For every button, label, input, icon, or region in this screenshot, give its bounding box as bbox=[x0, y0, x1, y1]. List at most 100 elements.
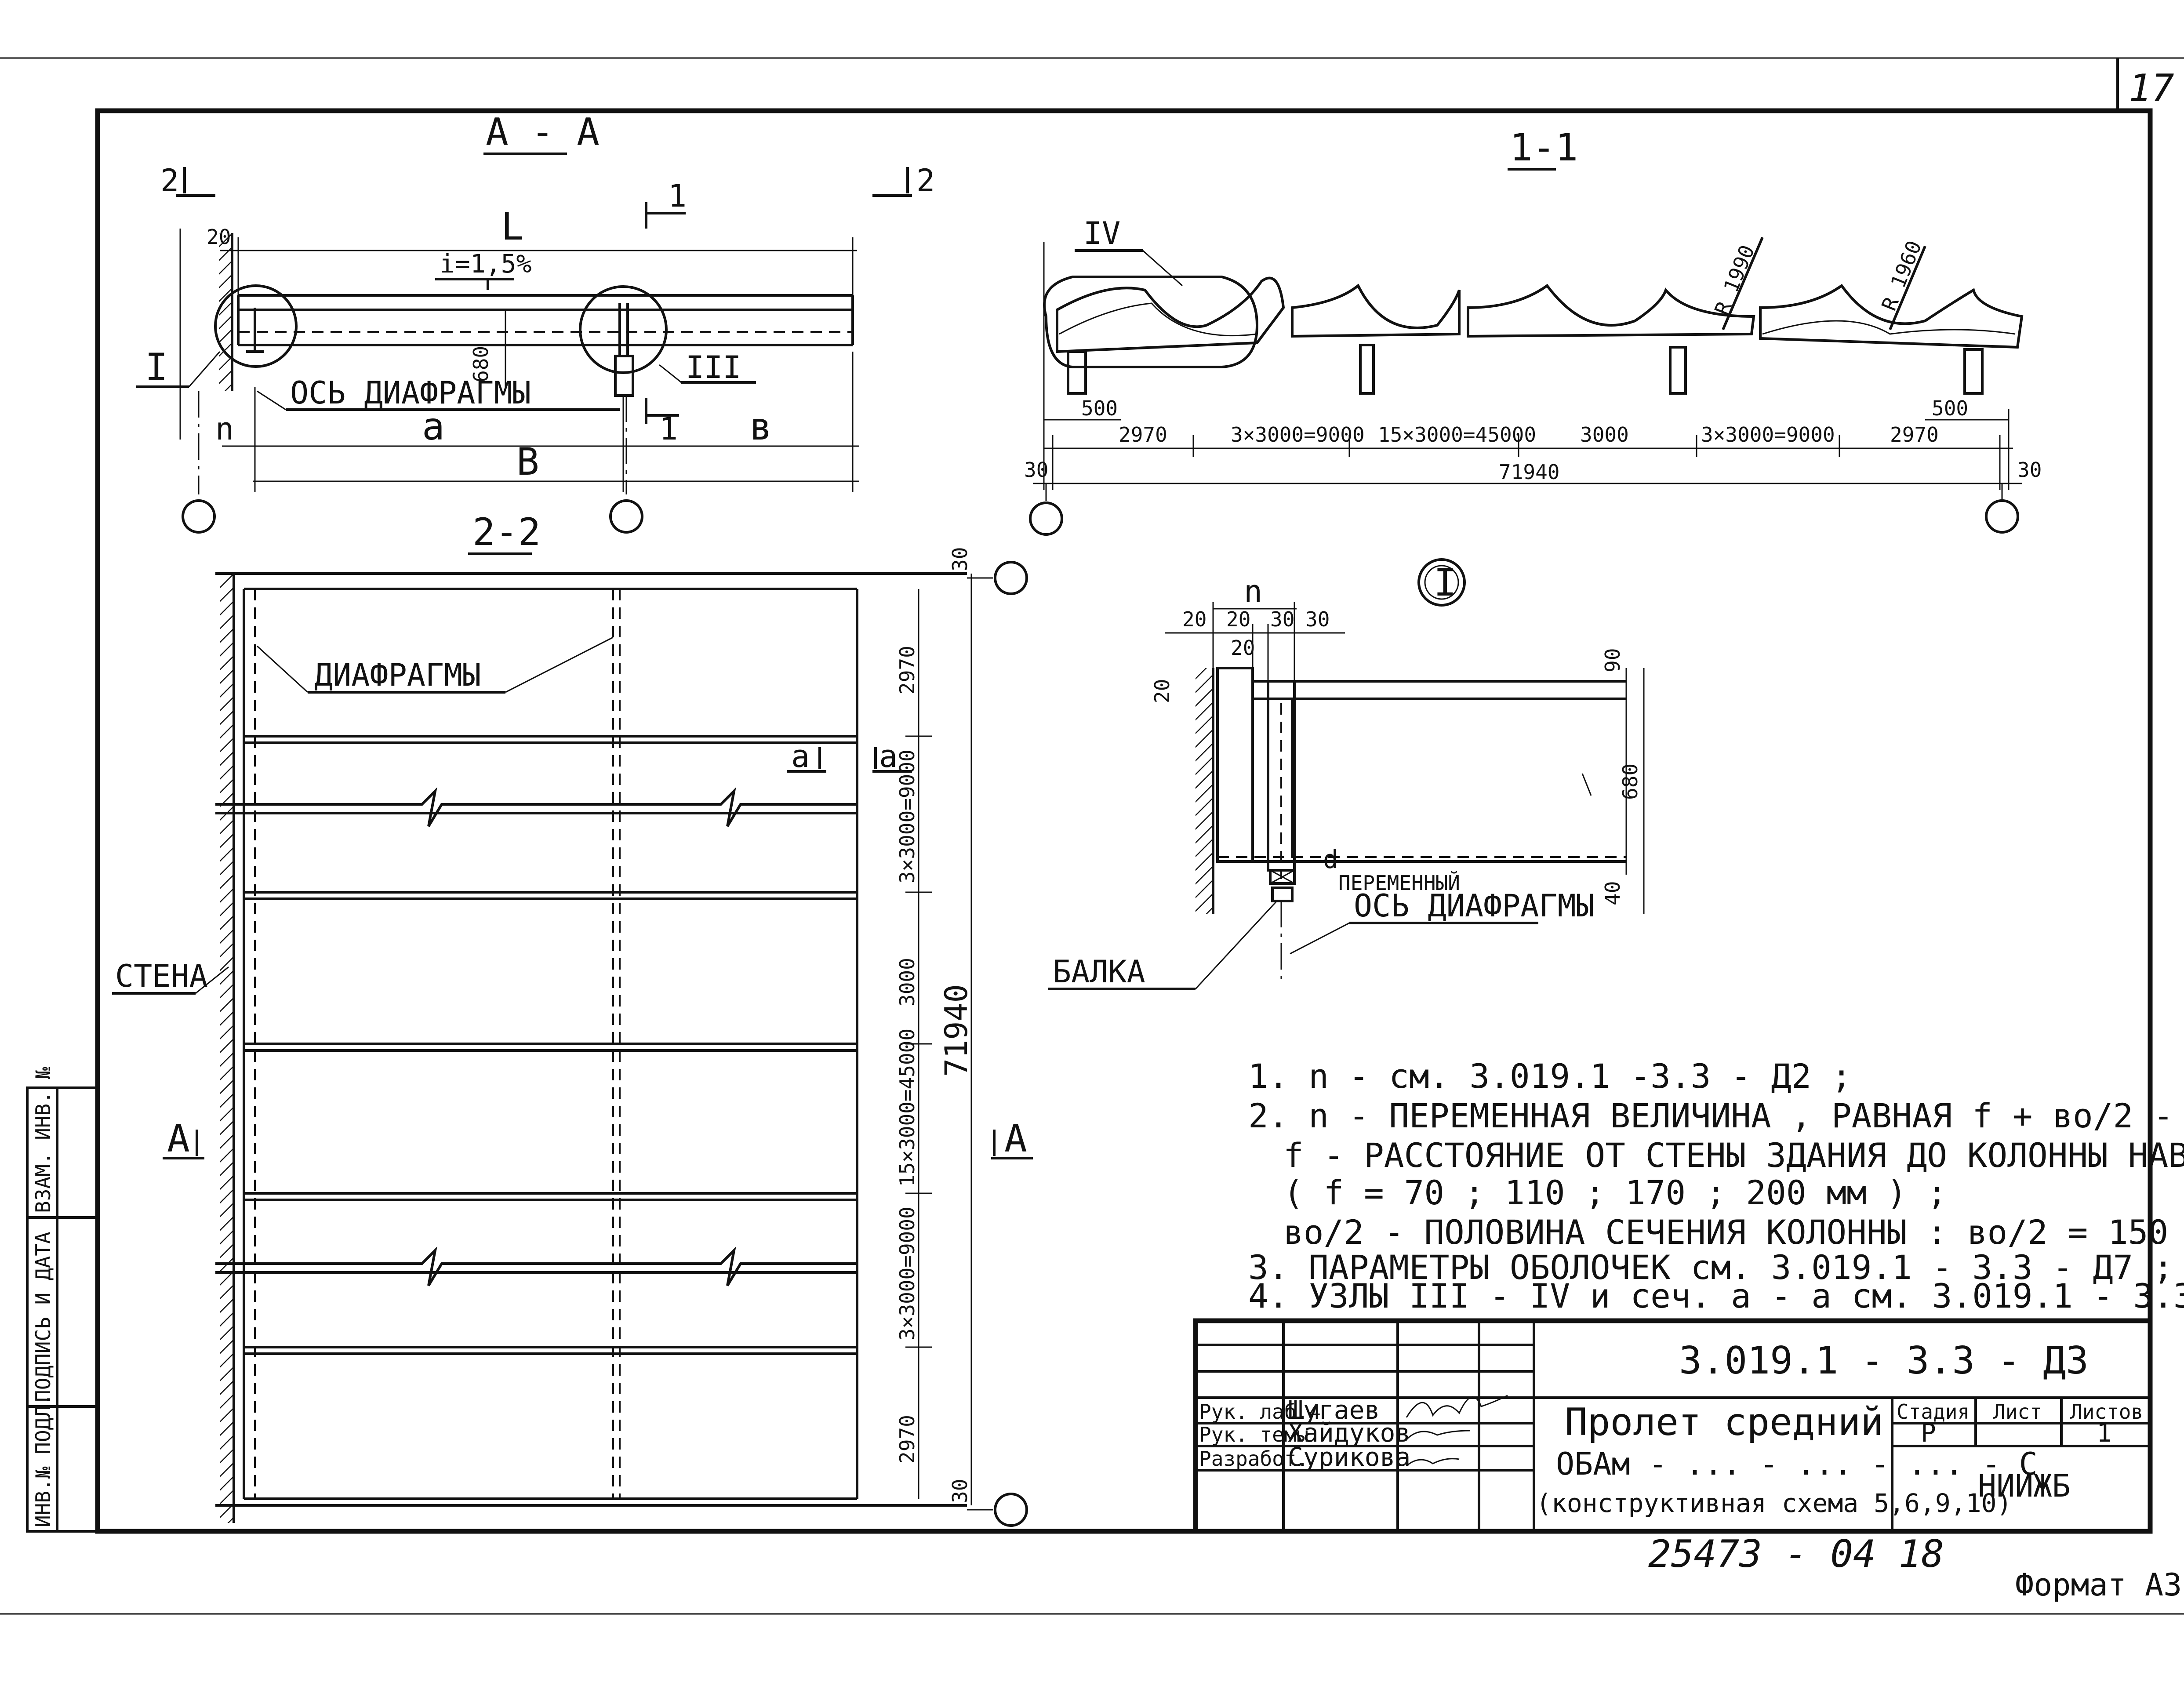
dim-n-label: n bbox=[215, 411, 234, 447]
role-3: Разработ. bbox=[1199, 1447, 1308, 1471]
edge-30-top: 30 bbox=[948, 547, 972, 571]
section-1-1-title: 1-1 bbox=[1510, 126, 1578, 170]
signature-3 bbox=[1406, 1458, 1460, 1467]
detail-dim-20-inner: 20 bbox=[1231, 636, 1255, 660]
diaphragms-label: ДИАФРАГМЫ bbox=[314, 657, 481, 693]
detail-axis-label: ОСЬ ДИАФРАГМЫ bbox=[1354, 888, 1595, 924]
cut-marker-2-right: 2 bbox=[916, 163, 935, 199]
section-a-a: А - А 2 2 1 I I bbox=[136, 110, 935, 534]
name-1: Шугаев bbox=[1288, 1395, 1380, 1425]
note-2-line-4: во/2 - ПОЛОВИНА СЕЧЕНИЯ КОЛОННЫ : во/2 =… bbox=[1283, 1213, 2184, 1252]
note-3: 3. ПАРАМЕТРЫ ОБОЛОЧЕК см. 3.019.1 - 3.3 … bbox=[1248, 1248, 2173, 1287]
cut-marker-a-left: a bbox=[791, 738, 810, 774]
cut-marker-a-right: a bbox=[879, 738, 898, 774]
detail-I: I n 20 20 30 30 20 20 bbox=[1048, 558, 1645, 990]
dim-1-1-9000-right: 3×3000=9000 bbox=[1701, 423, 1835, 447]
detail-variable-label: ПЕРЕМЕННЫЙ bbox=[1338, 871, 1460, 895]
node-I-label: I bbox=[145, 345, 168, 389]
section-1-1: 1-1 IV R 1990 R 1960 500 500 bbox=[1024, 126, 2042, 536]
organization: НИИЖБ bbox=[1978, 1468, 2071, 1504]
doc-code: 3.019.1 - 3.3 - Д3 bbox=[1679, 1339, 2089, 1383]
dim-B-label: B bbox=[516, 440, 539, 484]
note-2-line-3: ( f = 70 ; 110 ; 170 ; 200 мм ) ; bbox=[1283, 1173, 1947, 1212]
archive-number: 25473 - 04 18 bbox=[1648, 1532, 1944, 1576]
signature-1 bbox=[1406, 1395, 1508, 1418]
dim-1-1-2970-left: 2970 bbox=[1119, 423, 1167, 447]
section-2-2-title: 2-2 bbox=[472, 510, 541, 554]
detail-beam-label: БАЛКА bbox=[1053, 954, 1145, 990]
detail-I-title: I bbox=[1434, 561, 1457, 605]
sheet-frame: 17 bbox=[0, 57, 2184, 1615]
dim-2-2-total: 71940 bbox=[938, 984, 974, 1077]
dim-2-2-2970-top: 2970 bbox=[895, 646, 919, 694]
sheets-value: 1 bbox=[2097, 1418, 2112, 1448]
section-2-2: 2-2 ДИАФРАГМЫ bbox=[112, 510, 1033, 1527]
role-1: Рук. лаб.4 bbox=[1199, 1400, 1321, 1424]
detail-dim-30-b: 30 bbox=[1305, 607, 1330, 631]
page-number: 17 bbox=[2129, 66, 2174, 110]
detail-dim-20-b: 20 bbox=[1226, 607, 1250, 631]
title-line-3: (конструктивная схема 5,6,9,10) bbox=[1536, 1488, 2012, 1518]
node-III-label: III bbox=[686, 349, 741, 385]
dim-20-top: 20 bbox=[207, 225, 231, 249]
dim-1-1-2970-right: 2970 bbox=[1890, 423, 1939, 447]
radius-1990: R 1990 bbox=[1710, 242, 1759, 318]
dim-680: 680 bbox=[469, 346, 493, 382]
notes: 1. n - см. 3.019.1 -3.3 - Д2 ; 2. n - ПЕ… bbox=[1248, 1057, 2184, 1315]
stamp-signature-date: ПОДПИСЬ И ДАТА bbox=[31, 1232, 55, 1402]
cut-marker-1-bottom: 1 bbox=[659, 411, 678, 447]
diaphragm-axis-label: ОСЬ ДИАФРАГМЫ bbox=[290, 375, 531, 411]
section-a-a-title: А - А bbox=[486, 110, 600, 154]
head-sheet: Лист bbox=[1993, 1400, 2042, 1424]
detail-dim-30-a: 30 bbox=[1270, 607, 1294, 631]
cut-marker-A-right: А bbox=[1004, 1117, 1027, 1161]
detail-dim-40: 40 bbox=[1601, 881, 1624, 905]
dim-2-2-2970-bottom: 2970 bbox=[895, 1415, 919, 1464]
name-2: Хайдуков bbox=[1288, 1418, 1410, 1448]
note-2: 2. n - ПЕРЕМЕННАЯ ВЕЛИЧИНА , РАВНАЯ f + … bbox=[1248, 1096, 2184, 1135]
dim-1-1-3000: 3000 bbox=[1580, 423, 1629, 447]
cut-marker-A-left: А bbox=[167, 1117, 190, 1161]
dim-b-label: в bbox=[749, 405, 772, 449]
dim-2-2-9000-top: 3×3000=9000 bbox=[895, 749, 919, 883]
dim-1-1-45000: 15×3000=45000 bbox=[1378, 423, 1536, 447]
dim-2-2-3000: 3000 bbox=[895, 958, 919, 1007]
role-2: Рук. темы bbox=[1199, 1423, 1308, 1446]
title-block: 3.019.1 - 3.3 - Д3 Рук. лаб.4 Рук. темы … bbox=[1193, 1318, 2153, 1534]
format-label: Формат А3 bbox=[2015, 1567, 2182, 1603]
detail-dim-90: 90 bbox=[1601, 648, 1624, 672]
wall-label: СТЕНА bbox=[115, 958, 208, 994]
slope-label: i=1,5% bbox=[440, 249, 532, 279]
edge-30-bottom: 30 bbox=[948, 1479, 972, 1503]
signature-2 bbox=[1406, 1430, 1471, 1440]
name-3: Сурикова bbox=[1288, 1442, 1410, 1472]
dim-1-1-total: 71940 bbox=[1499, 460, 1559, 484]
note-1: 1. n - см. 3.019.1 -3.3 - Д2 ; bbox=[1248, 1057, 1852, 1096]
detail-dim-680: 680 bbox=[1618, 763, 1642, 800]
title-line-1: Пролет средний bbox=[1565, 1400, 1883, 1444]
detail-dim-n: n bbox=[1244, 574, 1262, 610]
stamp-inv-podl: ИНВ.№ ПОДЛ. bbox=[31, 1393, 55, 1527]
cut-marker-2-left: 2 bbox=[160, 163, 179, 199]
cut-marker-1-top: 1 bbox=[668, 178, 687, 214]
dim-500-right: 500 bbox=[1932, 396, 1968, 420]
edge-30-right: 30 bbox=[2017, 458, 2042, 482]
detail-dim-20-a: 20 bbox=[1182, 607, 1206, 631]
radius-1960: R 1960 bbox=[1877, 237, 1926, 314]
stage-value: Р bbox=[1921, 1418, 1936, 1448]
head-sheets: Листов bbox=[2070, 1400, 2143, 1424]
dim-1-1-9000-left: 3×3000=9000 bbox=[1231, 423, 1365, 447]
dim-a-label: a bbox=[422, 405, 445, 449]
note-4: 4. УЗЛЫ III - IV и сеч. a - a см. 3.019.… bbox=[1248, 1276, 2184, 1315]
detail-dim-20-left: 20 bbox=[1150, 679, 1174, 703]
dim-500-left: 500 bbox=[1081, 396, 1118, 420]
note-2-line-2: f - РАССТОЯНИЕ ОТ СТЕНЫ ЗДАНИЯ ДО КОЛОНН… bbox=[1283, 1136, 2184, 1175]
detail-label-d: d bbox=[1323, 844, 1338, 874]
dim-L-label: L bbox=[501, 205, 524, 249]
edge-30-left: 30 bbox=[1024, 458, 1048, 482]
node-IV-label: IV bbox=[1083, 215, 1120, 251]
margin-stamp: ИНВ.№ ПОДЛ. ПОДПИСЬ И ДАТА ВЗАМ. ИНВ. № bbox=[26, 1067, 99, 1533]
dim-2-2-9000-bottom: 3×3000=9000 bbox=[895, 1206, 919, 1341]
head-stage: Стадия bbox=[1897, 1400, 1970, 1424]
